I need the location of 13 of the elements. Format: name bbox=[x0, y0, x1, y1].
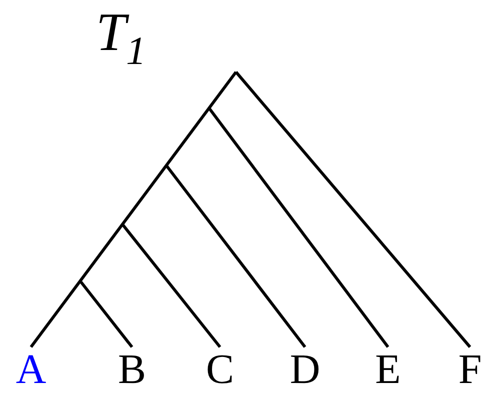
branch-line bbox=[164, 164, 306, 348]
taxon-label: A bbox=[13, 347, 49, 393]
branch-line bbox=[122, 224, 222, 348]
branch-line bbox=[234, 71, 472, 348]
taxon-label: B bbox=[114, 347, 150, 393]
taxon-label: E bbox=[370, 347, 406, 393]
branch-line bbox=[30, 71, 238, 348]
taxon-label: F bbox=[452, 347, 488, 393]
taxon-label: C bbox=[202, 347, 238, 393]
branch-line bbox=[80, 281, 134, 348]
taxon-label: D bbox=[287, 347, 323, 393]
branch-line bbox=[208, 107, 390, 348]
tree-title: T$_{1}$ bbox=[96, 2, 146, 75]
